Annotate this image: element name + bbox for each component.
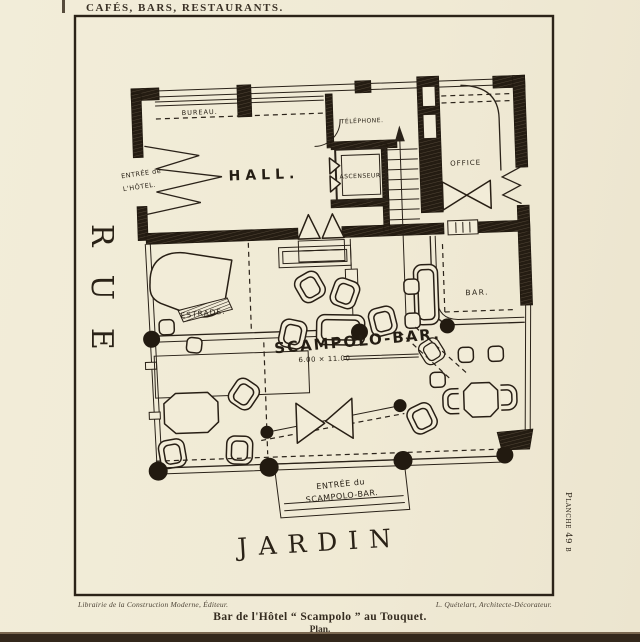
stool [186, 337, 202, 353]
dimension-note: 6.00 × 11.00 [298, 352, 418, 364]
hotel-entrance-door [145, 144, 223, 215]
street-label: RUE [84, 224, 119, 378]
stool [159, 319, 175, 335]
stair-arrow-head [394, 125, 405, 141]
svg-text:6.00 × 11.00: 6.00 × 11.00 [298, 354, 350, 364]
room-label-telephone: TÉLÉPHONE. [340, 116, 384, 126]
architect-credit: L. Quételart, Architecte-Décorateur. [436, 600, 552, 609]
room-label-bureau: BUREAU. [182, 108, 218, 117]
armchair [292, 268, 329, 305]
stool [458, 347, 474, 363]
office-details [439, 83, 521, 210]
banquette [278, 245, 351, 268]
c-chair [443, 389, 460, 415]
svg-text:ENTRÉE de: ENTRÉE de [120, 166, 161, 181]
room-label-bar: BAR. [465, 287, 489, 297]
office-door [466, 180, 491, 209]
svg-text:ENTRÉE du: ENTRÉE du [316, 475, 366, 491]
table [463, 382, 498, 417]
room-label-office: OFFICE [450, 159, 481, 168]
c-chair [500, 385, 517, 411]
armchair [225, 375, 262, 413]
floor-plan: BUREAU. HALL. TÉLÉPHONE. ASCENSEUR OFFIC… [118, 73, 540, 523]
office-door [442, 181, 467, 210]
radiator [448, 220, 478, 235]
stool [404, 279, 420, 295]
svg-text:L'HÔTEL.: L'HÔTEL. [122, 180, 156, 194]
hall-bar-swing-door [297, 213, 345, 262]
garden-label: JARDIN [234, 523, 403, 562]
armchair [226, 436, 253, 465]
garden-door [325, 398, 353, 439]
garden-door [296, 402, 325, 443]
room-label-hall: HALL. [228, 166, 299, 184]
publisher-credit: Librairie de la Construction Moderne, Éd… [78, 600, 228, 609]
page-edge-shadow [0, 632, 640, 642]
right-seating-group [402, 333, 518, 438]
room-label-hotel-entrance: ENTRÉE de L'HÔTEL. [120, 166, 163, 193]
plate-caption-title: Bar de l'Hôtel “ Scampolo ” au Touquet. [0, 611, 640, 623]
left-seating-group [154, 351, 312, 470]
room-label-bar-entrance: ENTRÉE du SCAMPOLO-BAR. [304, 474, 379, 504]
room-label-ascenseur: ASCENSEUR [339, 172, 380, 180]
stool [488, 346, 504, 362]
armchair [404, 400, 440, 437]
plate-number: Planche 49 b [563, 492, 573, 552]
table [164, 392, 219, 434]
bar-counter [430, 233, 524, 325]
stool [430, 372, 446, 388]
plate-frame [75, 16, 553, 595]
